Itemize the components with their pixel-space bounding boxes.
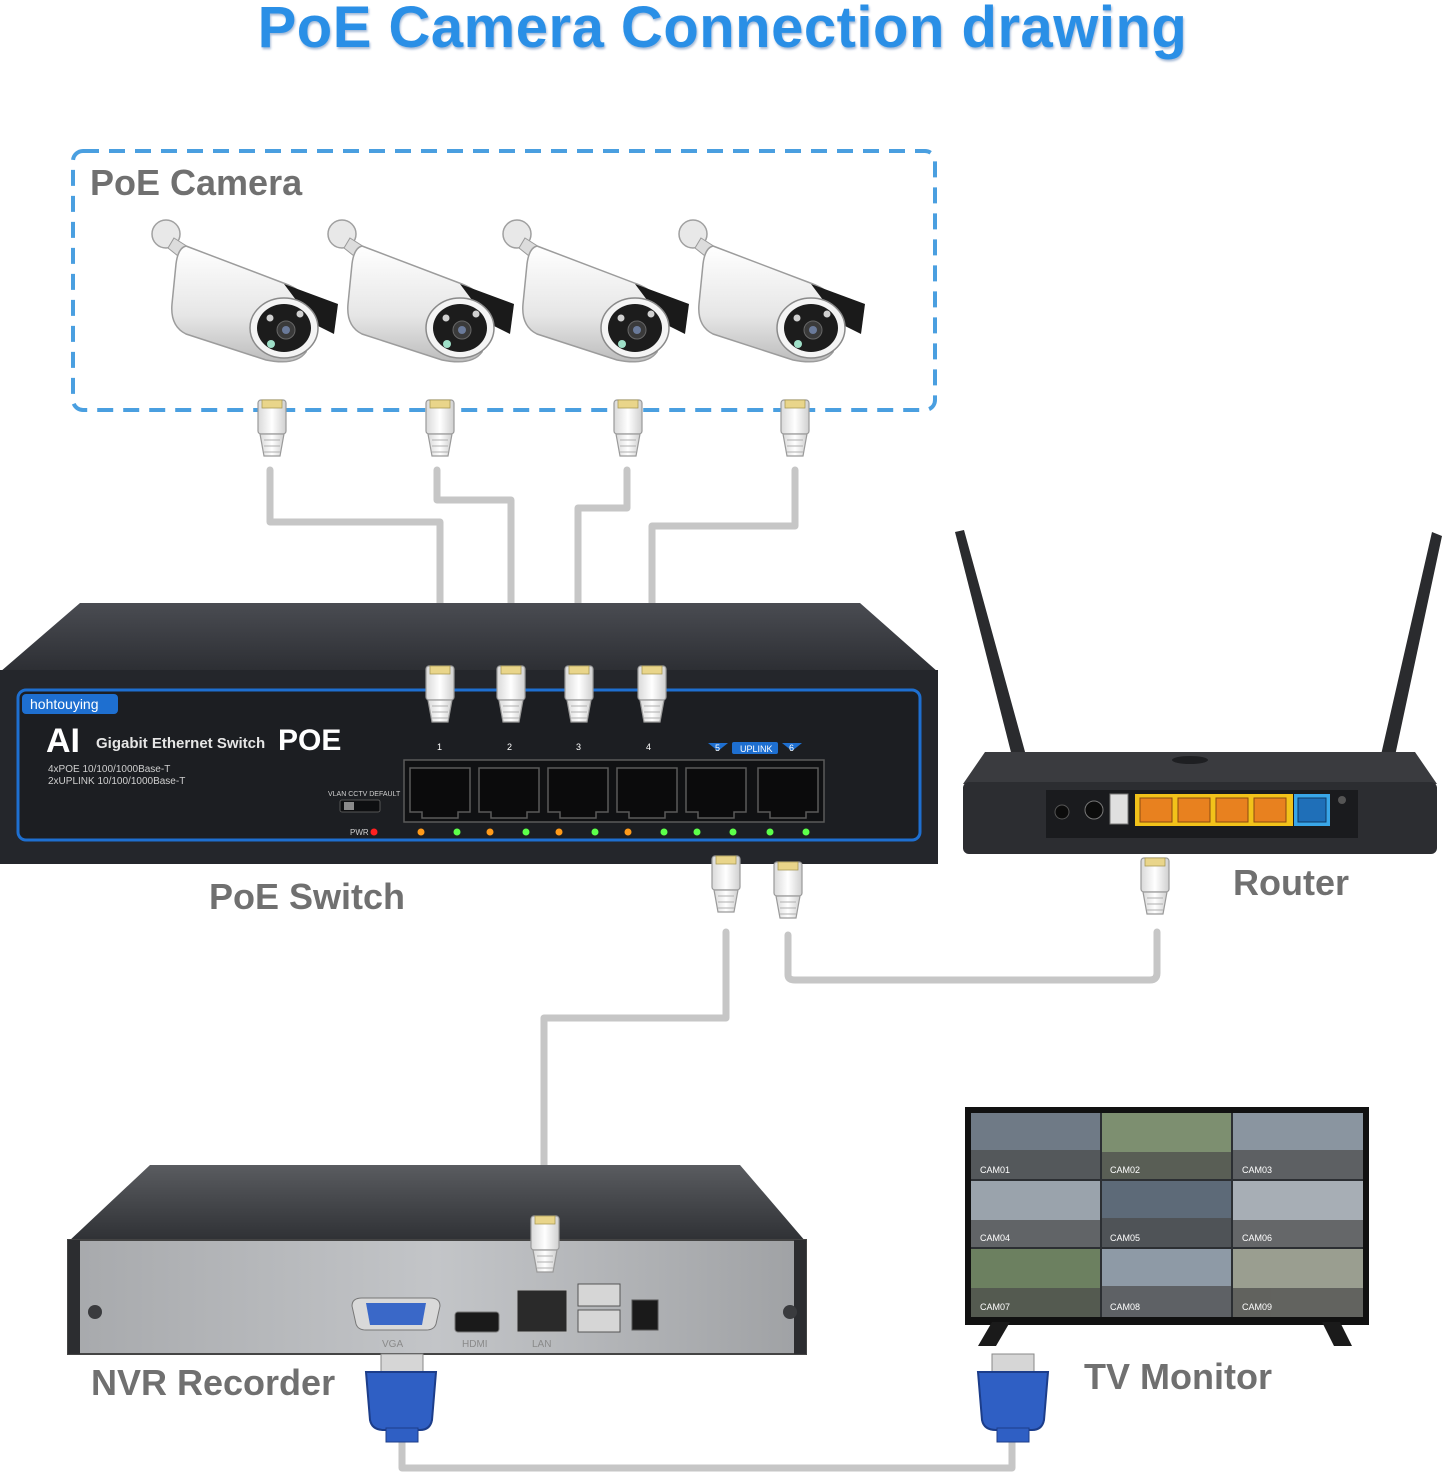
camera-cables — [266, 466, 799, 672]
cable-switch-nvr — [540, 928, 730, 1224]
port-label-3: 3 — [576, 742, 581, 752]
switch-port-3 — [547, 767, 609, 819]
tv-label: TV Monitor — [1084, 1356, 1272, 1397]
cable-camera-1 — [266, 466, 444, 672]
rj45-plug-nvr — [530, 1215, 560, 1273]
poe-camera-2 — [327, 219, 515, 363]
switch-spec-2: 2xUPLINK 10/100/1000Base-T — [48, 776, 185, 787]
cable-camera-2 — [433, 466, 515, 672]
tv-tile-label-3: CAM03 — [1242, 1165, 1272, 1175]
tv-tile-label-7: CAM07 — [980, 1302, 1010, 1312]
poe-camera-4 — [678, 219, 866, 363]
nvr-lan-port — [516, 1289, 568, 1333]
rj45-plug-switch-6 — [773, 861, 803, 919]
switch-mode-labels: VLAN CCTV DEFAULT — [328, 791, 401, 798]
nvr-usb-port-1 — [577, 1283, 621, 1307]
nvr-lan-label: LAN — [532, 1339, 551, 1350]
rj45-plug-router — [1140, 857, 1170, 915]
rj45-plug-switch-1 — [425, 665, 455, 723]
tv-tile-label-8: CAM08 — [1110, 1302, 1140, 1312]
tv-tile-label-1: CAM01 — [980, 1165, 1010, 1175]
switch-brand: hohtouying — [30, 696, 99, 712]
diagram-title: PoE Camera Connection drawing — [257, 0, 1188, 60]
nvr-vga-label: VGA — [382, 1339, 403, 1350]
nvr-hdmi-port — [454, 1311, 500, 1333]
switch-ai-mark: AI — [46, 722, 80, 760]
rj45-plug-cam-1 — [257, 399, 287, 457]
router-antenna-left — [955, 530, 1030, 772]
switch-product-name: Gigabit Ethernet Switch — [96, 735, 265, 752]
router-lan-port-4 — [1253, 797, 1287, 823]
nvr-recorder: VGA HDMI LAN — [67, 1165, 807, 1355]
switch-poe-mark: POE — [278, 724, 341, 757]
router-wan-port — [1297, 797, 1327, 823]
switch-pwr-label: PWR — [350, 828, 369, 837]
port-label-2: 2 — [507, 742, 512, 752]
switch-port-5 — [685, 767, 747, 819]
tv-tile-label-9: CAM09 — [1242, 1302, 1272, 1312]
switch-port-4 — [616, 767, 678, 819]
router — [955, 530, 1442, 854]
port-leds — [417, 828, 810, 836]
nvr-usb-port-2 — [577, 1309, 621, 1333]
vga-plug-nvr — [364, 1353, 438, 1443]
tv-stand-left — [978, 1322, 1010, 1346]
camera-group-label: PoE Camera — [90, 162, 303, 203]
nvr-vga-port — [366, 1303, 426, 1325]
cable-camera-3 — [574, 466, 631, 672]
nvr-power-port — [631, 1299, 659, 1331]
router-label: Router — [1233, 862, 1349, 903]
uplink-cables — [540, 928, 1161, 1224]
switch-spec-1: 4xPOE 10/100/1000Base-T — [48, 764, 170, 775]
cable-camera-4 — [648, 466, 799, 672]
vga-cable — [398, 1436, 1016, 1472]
vga-plug-tv — [976, 1353, 1050, 1443]
tv-monitor: CAM01 CAM02 CAM03 CAM04 CAM05 CAM06 CAM0… — [965, 1107, 1369, 1346]
router-lan-port-1 — [1139, 797, 1173, 823]
poe-camera-1 — [151, 219, 339, 363]
rj45-plug-switch-2 — [496, 665, 526, 723]
nvr-hdmi-label: HDMI — [462, 1339, 488, 1350]
tv-tile-label-2: CAM02 — [1110, 1165, 1140, 1175]
switch-label: PoE Switch — [209, 876, 406, 917]
port-label-4: 4 — [646, 742, 651, 752]
rj45-plug-switch-3 — [564, 665, 594, 723]
nvr-label: NVR Recorder — [91, 1362, 336, 1403]
rj45-plug-cam-2 — [425, 399, 455, 457]
cable-switch-router — [784, 928, 1161, 984]
router-lan-port-3 — [1215, 797, 1249, 823]
rj45-plug-cam-4 — [780, 399, 810, 457]
rj45-plug-switch-5 — [711, 855, 741, 913]
tv-tile-label-4: CAM04 — [980, 1233, 1010, 1243]
switch-uplink-label: UPLINK — [740, 744, 773, 754]
camera-group-box — [71, 149, 937, 412]
port-label-6: 6 — [789, 743, 794, 753]
pwr-led — [370, 828, 378, 836]
poe-switch: hohtouying AI Gigabit Ethernet Switch PO… — [0, 603, 938, 864]
port-label-5: 5 — [715, 743, 720, 753]
tv-tile-label-5: CAM05 — [1110, 1233, 1140, 1243]
router-lan-port-2 — [1177, 797, 1211, 823]
rj45-plug-cam-3 — [613, 399, 643, 457]
tv-tile-label-6: CAM06 — [1242, 1233, 1272, 1243]
switch-port-1 — [409, 767, 471, 819]
switch-port-6 — [757, 767, 819, 819]
port-label-1: 1 — [437, 742, 442, 752]
poe-camera-3 — [502, 219, 690, 363]
router-antenna-right — [1378, 532, 1442, 770]
tv-stand-right — [1322, 1322, 1352, 1346]
rj45-plug-switch-4 — [637, 665, 667, 723]
tv-video-grid: CAM01 CAM02 CAM03 CAM04 CAM05 CAM06 CAM0… — [971, 1113, 1363, 1317]
switch-port-2 — [478, 767, 540, 819]
